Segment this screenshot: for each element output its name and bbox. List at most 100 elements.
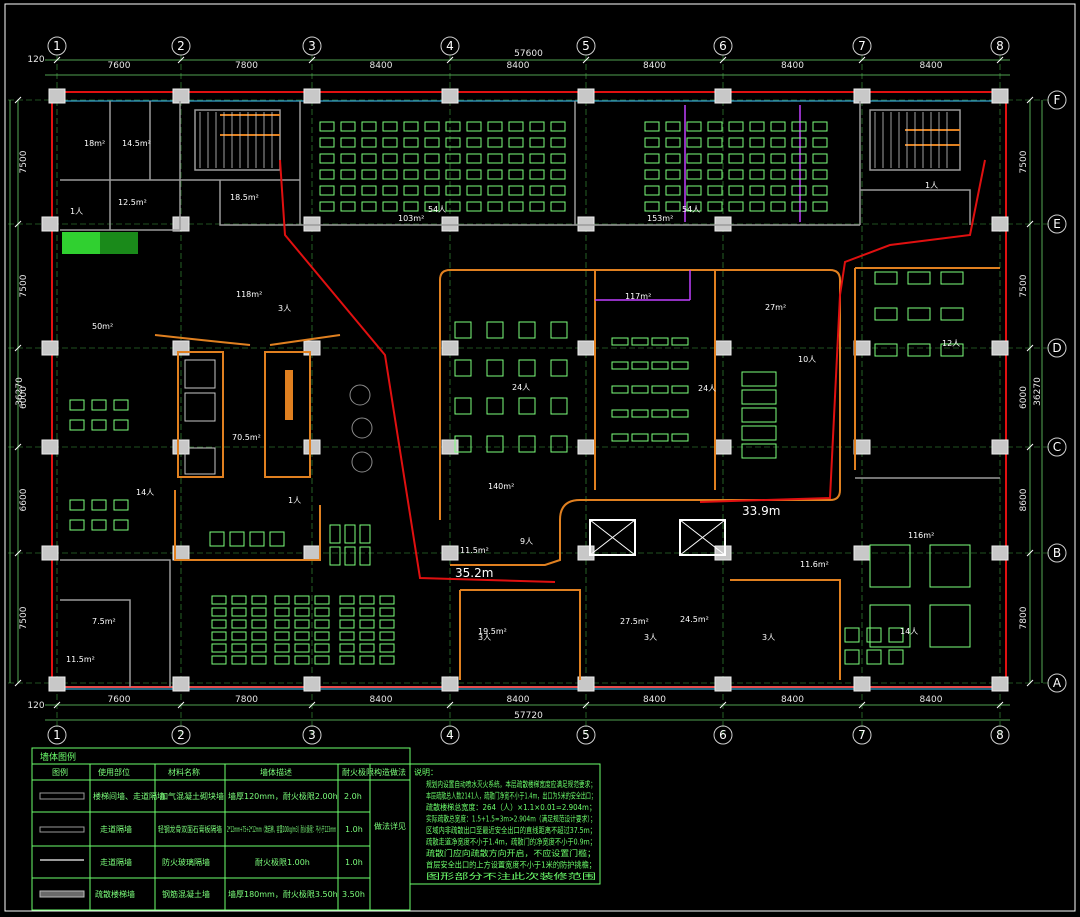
- desk: [314, 619, 330, 629]
- area-label: 18m²: [84, 139, 105, 148]
- area-label: 27m²: [765, 303, 786, 312]
- desk: [665, 169, 681, 180]
- desk: [770, 185, 786, 196]
- desk: [671, 433, 689, 442]
- column: [303, 545, 321, 561]
- desk: [339, 655, 355, 665]
- area-label: 7.5m²: [92, 617, 116, 626]
- note-line: 疏散楼梯总宽度：264（人）×1.1×0.01=2.904m；: [426, 802, 596, 812]
- desk: [424, 169, 440, 180]
- column: [714, 216, 732, 232]
- legend-title: 墙体图例: [40, 751, 76, 763]
- legend-rating: 2.0h: [344, 792, 362, 801]
- desk: [91, 399, 107, 411]
- desk: [424, 201, 440, 212]
- area-label: 24.5m²: [680, 615, 709, 624]
- desk: [518, 397, 536, 415]
- desk: [339, 631, 355, 641]
- dimension-value: 7600: [108, 61, 131, 71]
- desk: [770, 169, 786, 180]
- area-label: 70.5m²: [232, 433, 261, 442]
- desk: [340, 153, 356, 164]
- desk: [319, 121, 335, 132]
- desk: [707, 185, 723, 196]
- desk: [231, 631, 247, 641]
- desk: [379, 643, 395, 653]
- occupant-count: 1人: [288, 496, 301, 505]
- dimension-value: 7800: [1019, 606, 1029, 629]
- route-length-1: 35.2m: [455, 566, 493, 580]
- column: [303, 216, 321, 232]
- desk: [454, 435, 472, 453]
- structural-columns: [41, 88, 1009, 692]
- area-label: 50m²: [92, 322, 113, 331]
- desk: [791, 169, 807, 180]
- grid-bubble: [713, 36, 733, 56]
- desk: [508, 153, 524, 164]
- column: [303, 439, 321, 455]
- desk: [319, 201, 335, 212]
- desk: [251, 619, 267, 629]
- occupant-count: 14人: [900, 627, 918, 636]
- dimension-value: 8400: [370, 695, 393, 705]
- desk: [487, 169, 503, 180]
- grid-bubble: [171, 36, 191, 56]
- desk: [741, 425, 777, 441]
- legend-desc: 墙厚120mm，耐火极限2.00h: [228, 791, 338, 801]
- desk: [741, 443, 777, 459]
- grid-bubble: [576, 36, 596, 56]
- desk: [314, 595, 330, 605]
- grid-bubble: [302, 725, 322, 745]
- desk: [445, 153, 461, 164]
- grid-bubble: [440, 36, 460, 56]
- desk: [454, 397, 472, 415]
- column: [172, 216, 190, 232]
- desk: [741, 407, 777, 423]
- dimension-value: 8400: [643, 695, 666, 705]
- grid-bubble: [1047, 338, 1067, 358]
- desk: [866, 627, 882, 643]
- note-line: 图形部分不注此次装修范围: [426, 871, 596, 881]
- desk: [340, 137, 356, 148]
- occupant-count: 12人: [942, 339, 960, 348]
- desk: [665, 153, 681, 164]
- column: [41, 340, 59, 356]
- desk: [644, 137, 660, 148]
- desk: [445, 169, 461, 180]
- grid-col-label: 7: [858, 39, 866, 53]
- desk: [550, 397, 568, 415]
- desk: [91, 519, 107, 531]
- area-label: 11.5m²: [460, 546, 489, 555]
- desk: [866, 649, 882, 665]
- desk: [728, 137, 744, 148]
- legend-header: 耐火极限: [342, 767, 374, 777]
- fire-walls: [154, 114, 1000, 680]
- desk: [550, 137, 566, 148]
- desk: [294, 655, 310, 665]
- dimension-value: 8400: [920, 695, 943, 705]
- desk: [631, 385, 649, 394]
- column: [441, 88, 459, 104]
- desk: [728, 201, 744, 212]
- furniture-layer: [69, 121, 971, 665]
- desk: [651, 433, 669, 442]
- desk: [454, 321, 472, 339]
- stairs: [199, 112, 948, 168]
- desk: [340, 185, 356, 196]
- desk: [359, 607, 375, 617]
- desk: [274, 607, 290, 617]
- desk: [211, 595, 227, 605]
- grid-col-label: 2: [177, 39, 185, 53]
- grid-col-label: 5: [582, 39, 590, 53]
- column: [991, 439, 1009, 455]
- desk: [707, 201, 723, 212]
- desk: [403, 137, 419, 148]
- area-label: 14.5m²: [122, 139, 151, 148]
- area-label: 116m²: [908, 531, 934, 540]
- route-length-2: 33.9m: [742, 504, 780, 518]
- grid-col-label: 1: [53, 728, 61, 742]
- desk: [359, 524, 371, 544]
- desk: [686, 185, 702, 196]
- desk: [518, 321, 536, 339]
